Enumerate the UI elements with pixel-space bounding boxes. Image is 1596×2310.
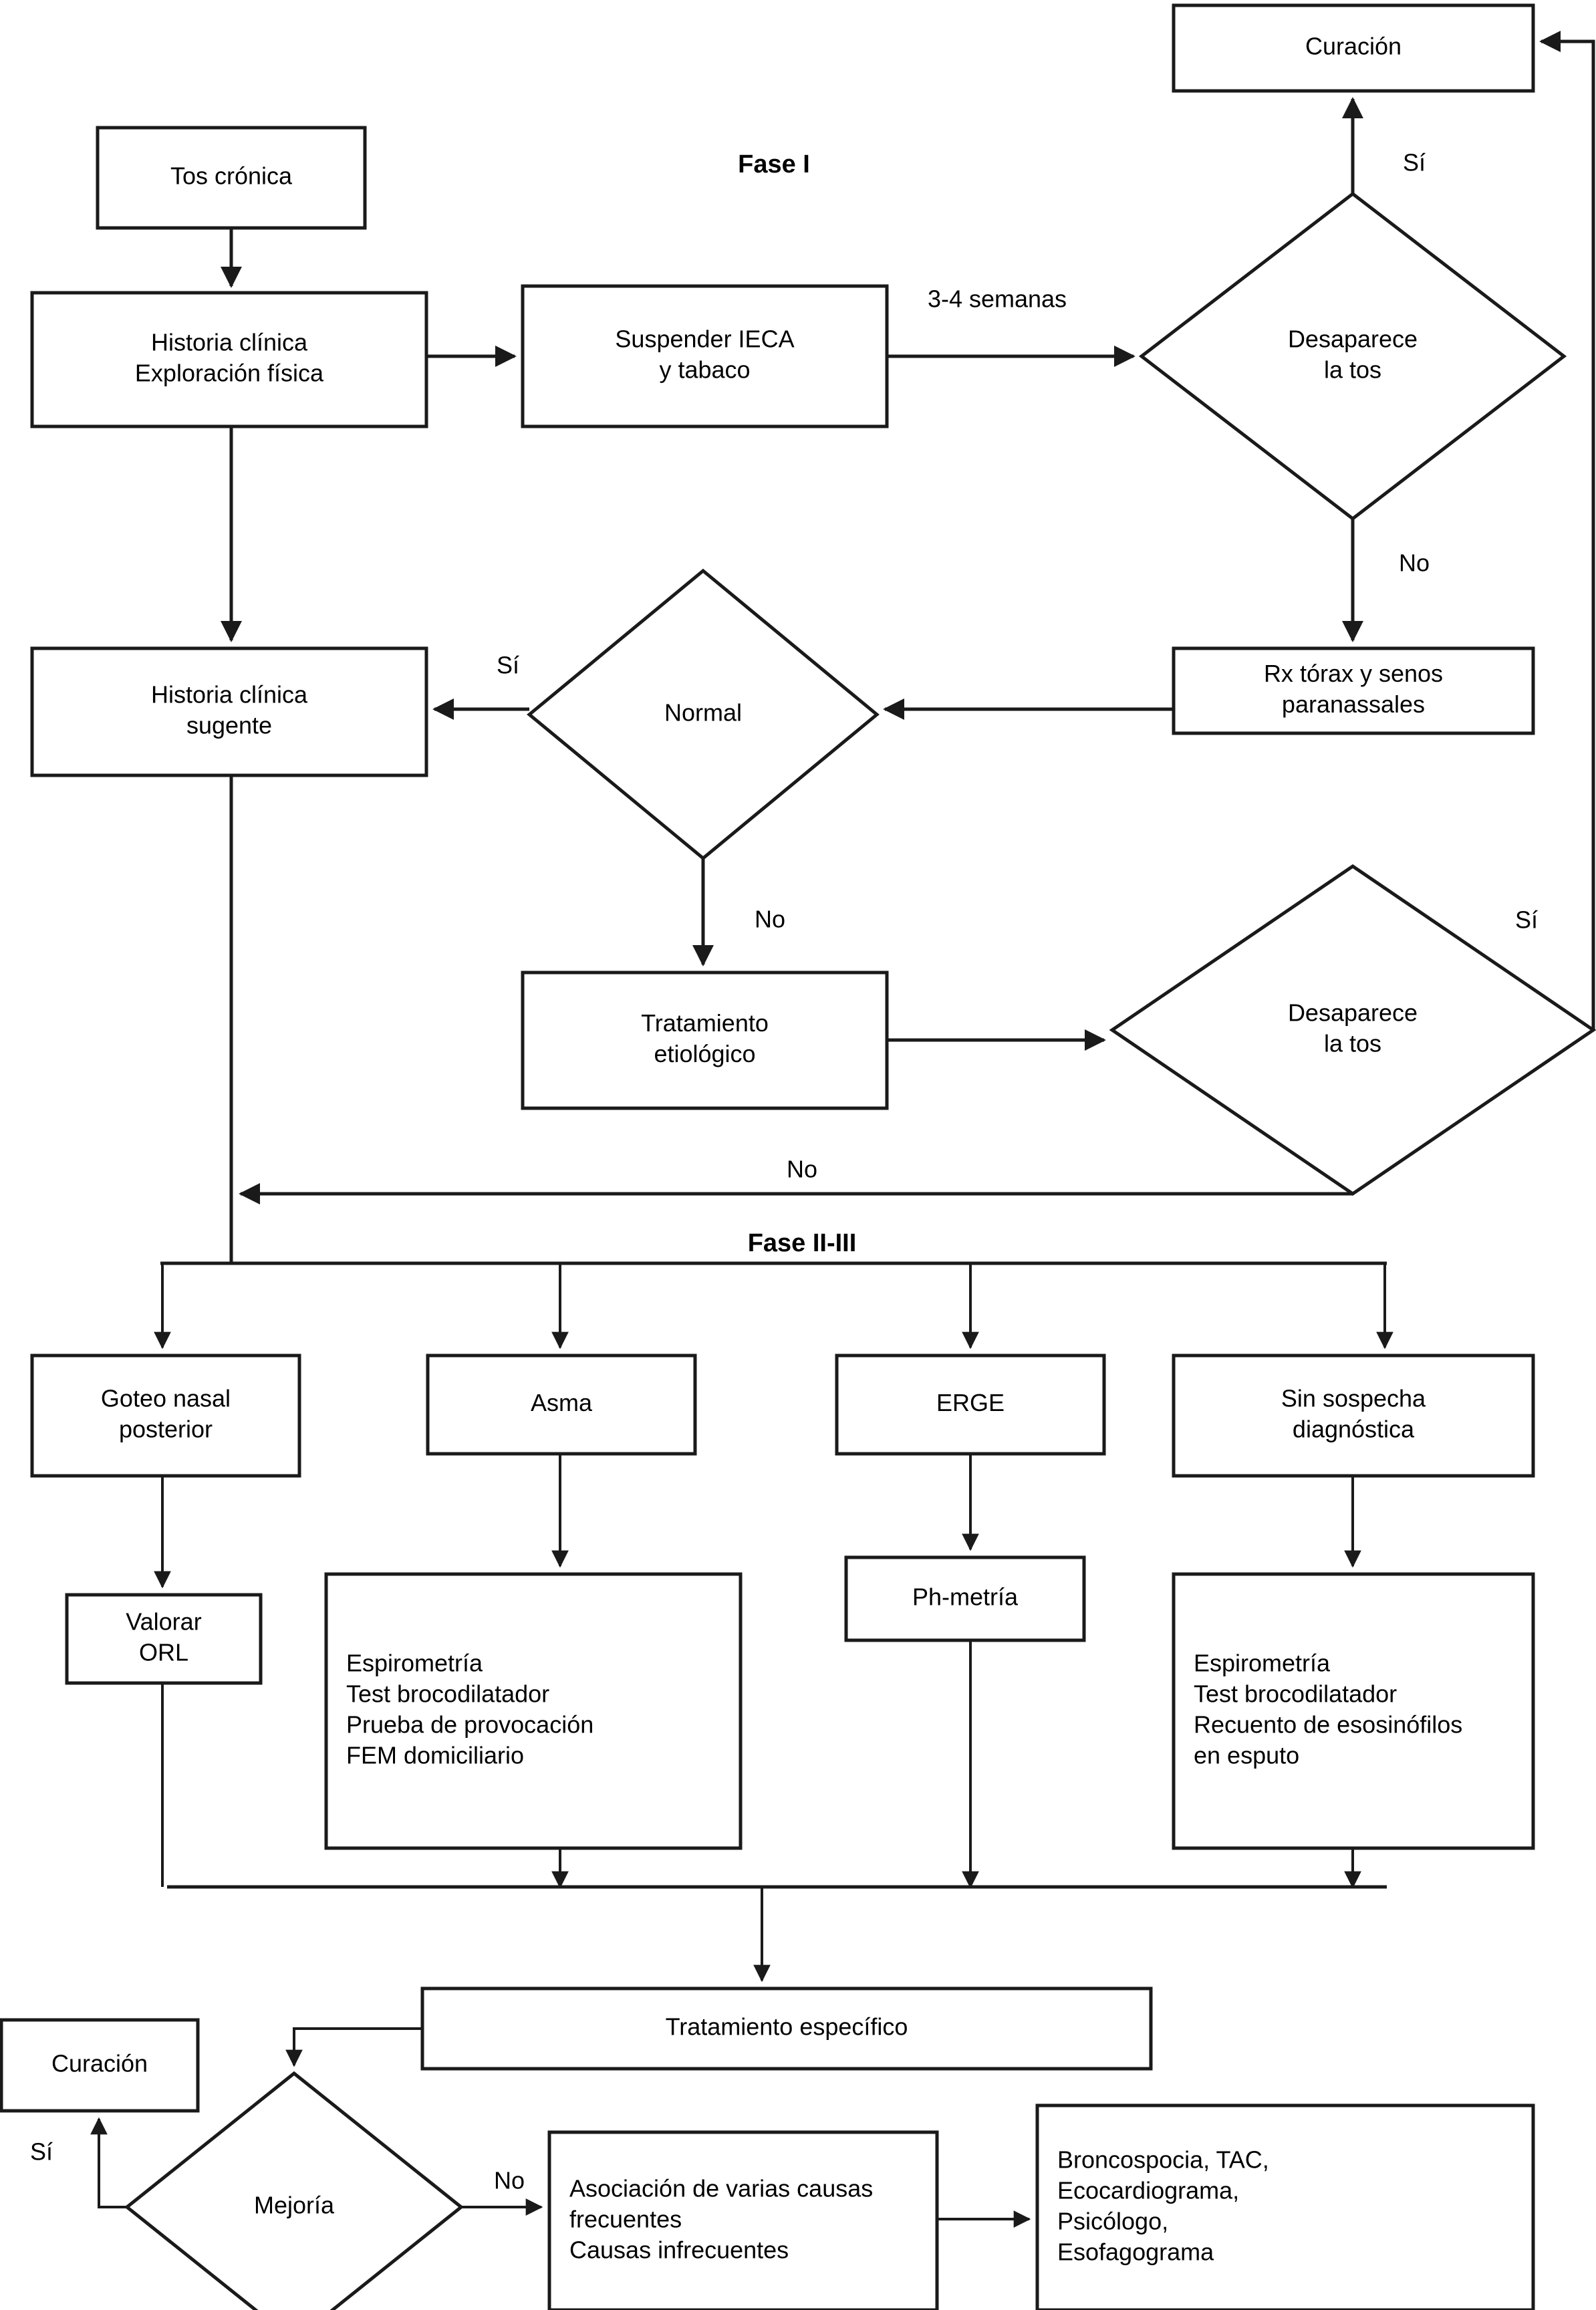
- edge-label-lbl-3-4-semanas: 3-4 semanas: [928, 285, 1067, 313]
- node-label-sin-sospecha-tests: en esputo: [1194, 1742, 1299, 1769]
- node-label-valorar-orl: ORL: [139, 1639, 188, 1666]
- phase-label-fase1: Fase I: [738, 150, 810, 178]
- node-label-desaparece-tos-2: Desaparece: [1288, 999, 1418, 1027]
- node-ph-metria: Ph-metría: [844, 1555, 1086, 1642]
- edge-label-lbl-si-2: Sí: [1515, 906, 1538, 934]
- node-label-sin-sospecha: Sin sospecha: [1281, 1385, 1426, 1412]
- node-label-historia-clinica: Historia clínica: [151, 329, 308, 356]
- node-label-tratamiento-etio: Tratamiento: [641, 1009, 769, 1037]
- node-label-asma-tests: Espirometría: [346, 1650, 483, 1677]
- edge-desaparece2-si-curacion: [1539, 30, 1595, 1030]
- node-label-goteo-nasal: posterior: [119, 1416, 213, 1443]
- node-label-erge: ERGE: [936, 1389, 1005, 1416]
- node-curacion-top: Curación: [1172, 3, 1535, 93]
- node-label-suspender-ieca: Suspender IECA: [615, 326, 794, 353]
- node-label-asma-tests: Test brocodilatador: [346, 1680, 549, 1708]
- node-label-tratamiento-espec: Tratamiento específico: [666, 2013, 908, 2041]
- node-historia-sugente: Historia clínica sugente: [30, 646, 428, 777]
- node-label-asociacion-causas: Causas infrecuentes: [569, 2236, 789, 2264]
- edge-label-lbl-no-2: No: [787, 1156, 817, 1183]
- node-sin-sospecha: Sin sospecha diagnóstica: [1172, 1354, 1535, 1478]
- edge-label-lbl-si-1: Sí: [1403, 149, 1426, 176]
- node-label-desaparece-tos-1: la tos: [1324, 356, 1381, 384]
- node-desaparece-tos-1: Desaparece la tos: [1138, 191, 1567, 521]
- phase-label-fase23: Fase II-III: [748, 1229, 857, 1257]
- node-asma: Asma: [426, 1354, 697, 1456]
- edge-label-lbl-si-mejoria: Sí: [30, 2138, 53, 2166]
- edge-label-lbl-no-normal: No: [755, 906, 785, 933]
- edge-label-lbl-no-1: No: [1399, 549, 1430, 577]
- node-pruebas-avanzadas: Broncospocia, TAC, Ecocardiograma, Psicólo…: [1035, 2103, 1535, 2310]
- node-label-pruebas-avanzadas: Ecocardiograma,: [1057, 2177, 1239, 2204]
- edge-label-lbl-si-normal: Sí: [497, 652, 519, 679]
- node-label-sin-sospecha-tests: Recuento de esosinófilos: [1194, 1711, 1462, 1739]
- node-desaparece-tos-2: Desaparece la tos: [1109, 864, 1596, 1196]
- node-label-tos-cronica: Tos crónica: [170, 162, 293, 190]
- edge-mejoria-si-curacion: [90, 2117, 127, 2208]
- node-label-curacion-bottom: Curación: [51, 2050, 148, 2077]
- node-label-pruebas-avanzadas: Esofagograma: [1057, 2238, 1214, 2266]
- node-label-asociacion-causas: Asociación de varias causas: [569, 2175, 873, 2202]
- edge-label-lbl-no-mejoria: No: [494, 2167, 525, 2194]
- node-label-sin-sospecha-tests: Espirometría: [1194, 1650, 1331, 1677]
- phase-label-layer: Fase I Fase II-III: [738, 150, 856, 1257]
- node-label-suspender-ieca: y tabaco: [659, 356, 750, 384]
- node-curacion-bottom: Curación: [0, 2018, 200, 2113]
- node-label-asma-tests: FEM domiciliario: [346, 1742, 524, 1769]
- node-asociacion-causas: Asociación de varias causas frecuentesCau…: [547, 2130, 939, 2310]
- node-label-rx-torax: Rx tórax y senos: [1264, 660, 1443, 687]
- node-suspender-ieca: Suspender IECA y tabaco: [521, 284, 889, 428]
- node-rx-torax: Rx tórax y senos paranassales: [1172, 646, 1535, 735]
- node-label-historia-sugente: Historia clínica: [151, 681, 308, 709]
- node-label-desaparece-tos-2: la tos: [1324, 1030, 1381, 1057]
- node-label-tratamiento-etio: etiológico: [654, 1040, 755, 1067]
- node-label-asma-tests: Prueba de provocación: [346, 1711, 593, 1739]
- node-label-rx-torax: paranassales: [1282, 690, 1425, 718]
- node-label-normal: Normal: [664, 699, 742, 727]
- node-label-sin-sospecha-tests: Test brocodilatador: [1194, 1680, 1397, 1708]
- node-tratamiento-espec: Tratamiento específico: [420, 1986, 1153, 2071]
- node-tos-cronica: Tos crónica: [96, 126, 367, 230]
- node-mejoria: Mejoría: [124, 2071, 464, 2310]
- node-label-asociacion-causas: frecuentes: [569, 2206, 682, 2233]
- node-erge: ERGE: [835, 1354, 1106, 1456]
- node-label-historia-sugente: sugente: [186, 712, 272, 739]
- node-label-valorar-orl: Valorar: [126, 1608, 201, 1636]
- node-tratamiento-etio: Tratamiento etiológico: [521, 971, 889, 1110]
- node-label-ph-metria: Ph-metría: [912, 1583, 1019, 1611]
- node-label-historia-clinica: Exploración física: [135, 360, 324, 387]
- node-label-mejoria: Mejoría: [254, 2192, 335, 2219]
- node-label-sin-sospecha: diagnóstica: [1293, 1416, 1415, 1443]
- node-label-pruebas-avanzadas: Broncospocia, TAC,: [1057, 2146, 1269, 2174]
- node-label-goteo-nasal: Goteo nasal: [101, 1385, 231, 1412]
- edge-tratamiento-espec-to-mejoria: [285, 2027, 422, 2067]
- node-normal: Normal: [527, 568, 880, 861]
- connectors: [90, 30, 1595, 2228]
- node-label-asma: Asma: [531, 1389, 593, 1416]
- node-goteo-nasal: Goteo nasal posterior: [30, 1354, 301, 1478]
- node-label-curacion-top: Curación: [1305, 33, 1402, 60]
- node-label-desaparece-tos-1: Desaparece: [1288, 326, 1418, 353]
- node-label-pruebas-avanzadas: Psicólogo,: [1057, 2208, 1168, 2235]
